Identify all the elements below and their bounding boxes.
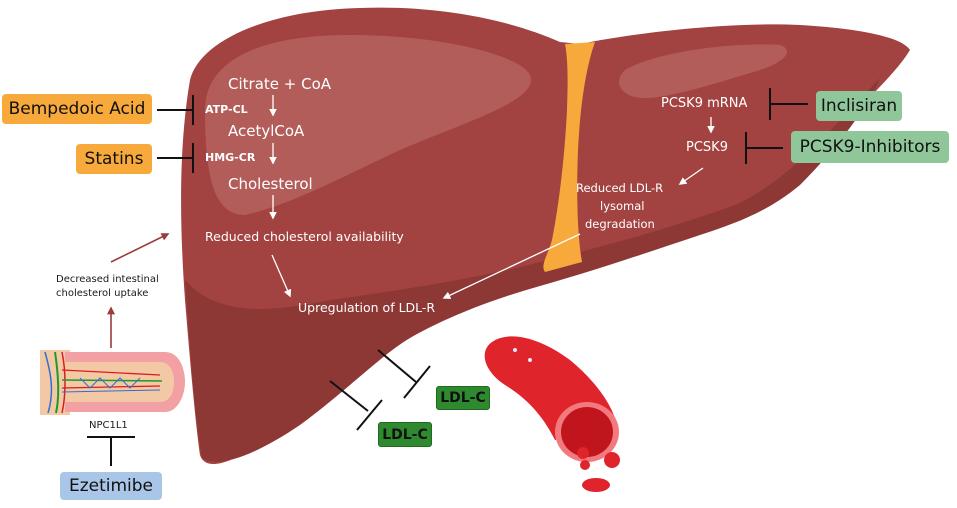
liver-highlight-left (205, 35, 531, 215)
pathway-reduced-ldlr-1: Reduced LDL-R (576, 181, 664, 195)
intestinal-effect-line1: Decreased intestinal (56, 274, 159, 285)
liver-shadow (185, 78, 880, 462)
pathway-reduced-ldlr-3: degradation (585, 217, 655, 231)
intestinal-villus-illustration (40, 350, 185, 415)
intestinal-arrows (107, 233, 170, 348)
drug-statins: Statins (76, 144, 152, 174)
target-npc1l1: NPC1L1 (89, 420, 128, 431)
drug-inclisiran: Inclisiran (816, 91, 902, 121)
pathway-pcsk9: PCSK9 (686, 140, 728, 155)
pathway-acetylcoa: AcetylCoA (228, 122, 305, 140)
pcsk9i-inhibition (745, 132, 783, 164)
blood-vessel-illustration (484, 336, 620, 492)
falciform-ligament (543, 42, 595, 272)
liver-highlight-right (619, 44, 788, 99)
pathway-cholesterol: Cholesterol (228, 175, 313, 193)
drug-ezetimibe: Ezetimibe (60, 472, 162, 500)
enzyme-hmg-cr: HMG-CR (205, 151, 256, 164)
liver-illustration (181, 7, 910, 465)
ldl-c-label-lower: LDL-C (378, 422, 432, 447)
pathway-reduced-ldlr-2: lysomal (600, 199, 645, 213)
pathway-citrate-coa: Citrate + CoA (228, 75, 332, 93)
ldl-c-label-upper: LDL-C (436, 386, 490, 410)
intestinal-effect-line2: cholesterol uptake (56, 288, 149, 299)
bempedoic-inhibition (157, 95, 194, 125)
enzyme-atp-cl: ATP-CL (205, 103, 248, 116)
pathway-arrows (269, 95, 715, 299)
statins-inhibition (157, 143, 194, 173)
ldl-inhibition-lines (329, 349, 431, 431)
drug-pcsk9-inhibitors: PCSK9-Inhibitors (791, 131, 949, 163)
pathway-pcsk9-mrna: PCSK9 mRNA (661, 96, 748, 111)
pathway-upregulation-ldlr: Upregulation of LDL-R (298, 300, 436, 315)
inclisiran-inhibition (769, 88, 808, 120)
drug-bempedoic-acid: Bempedoic Acid (2, 94, 152, 124)
pathway-reduced-cholesterol: Reduced cholesterol availability (205, 229, 404, 244)
ezetimibe-inhibition (87, 436, 135, 466)
